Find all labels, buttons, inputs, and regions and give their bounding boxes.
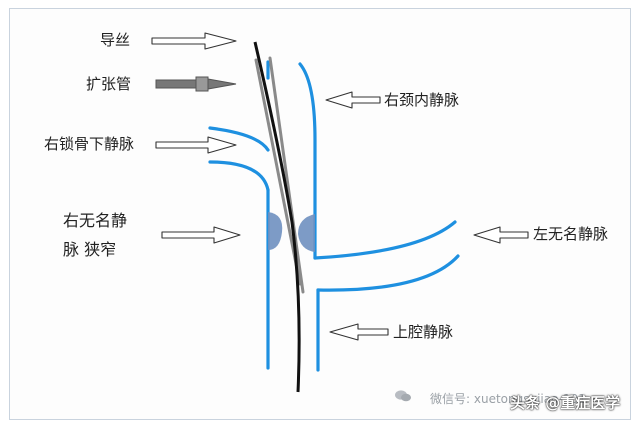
dilator-arrow-shaft (155, 79, 197, 89)
guidewire-label: 导丝 (100, 31, 131, 49)
right-brachiocephalic-stenosis-label-line2: 脉 狭窄 (63, 240, 117, 259)
left-brachiocephalic-arrow (473, 226, 529, 244)
toutiao-brand-watermark: 头条 @重症医学 (510, 394, 621, 412)
stenosis-right (298, 214, 315, 252)
right-internal-jugular-right-wall (298, 62, 317, 260)
guidewire-line (253, 41, 301, 393)
right-internal-jugular-arrow (325, 91, 381, 109)
right-subclavian-vein-label: 右锁骨下静脉 (44, 135, 135, 153)
dilator-sheath (254, 56, 305, 294)
right-internal-jugular-vein-label: 右颈内静脉 (384, 91, 460, 109)
right-subclavian-lower-wall (208, 160, 270, 192)
stenosis-left (268, 212, 283, 250)
right-brachiocephalic-stenosis-label-line1: 右无名静 (63, 211, 128, 230)
right-brachiocephalic-arrow (161, 226, 241, 244)
right-subclavian-arrow (155, 136, 237, 154)
guidewire-arrow (151, 32, 237, 50)
svc-arrow (329, 323, 389, 341)
superior-vena-cava-label: 上腔静脉 (393, 323, 454, 341)
vein-walls (208, 60, 460, 372)
dilator-arrow-collar (195, 76, 209, 92)
dilator-wall-2 (268, 56, 305, 294)
wechat-watermark: 微信号: xuetongsujiao-101 (430, 392, 586, 406)
dilator-arrow (155, 76, 237, 92)
left-brachiocephalic-vein-label: 左无名静脉 (533, 225, 609, 243)
left-brachiocephalic-upper-wall (313, 220, 457, 260)
left-brachiocephalic-lower-wall (316, 254, 460, 292)
dilator-wall-1 (254, 58, 302, 286)
dilator-arrow-head (207, 78, 237, 90)
wechat-icon (395, 390, 411, 402)
diagram-frame (9, 8, 631, 420)
dilator-label: 扩张管 (86, 75, 132, 93)
right-subclavian-upper-wall (208, 126, 270, 152)
